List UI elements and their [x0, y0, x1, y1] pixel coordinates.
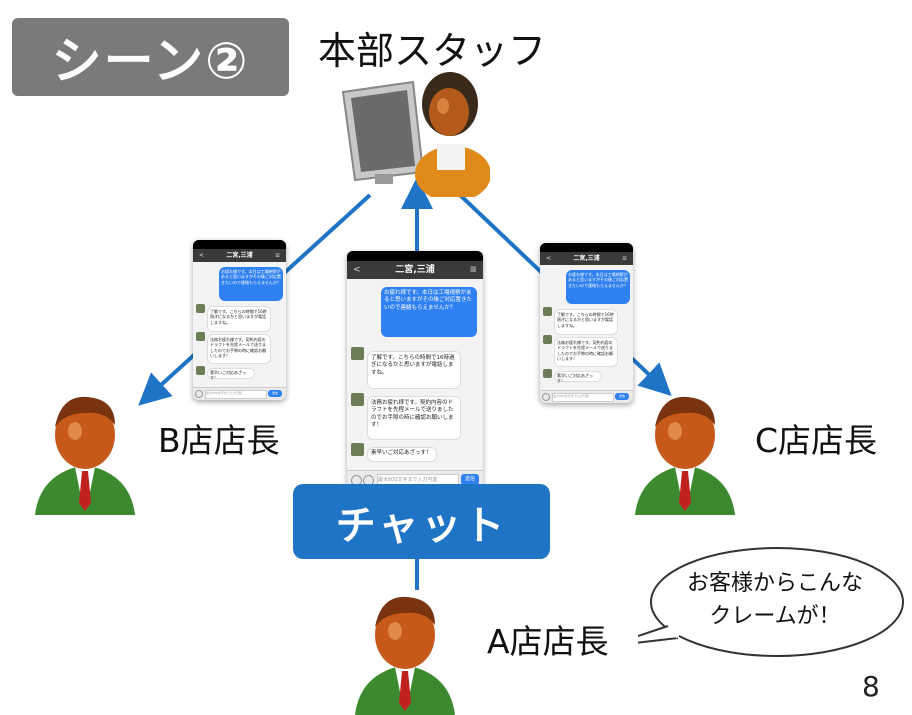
hq-staff-at-computer-icon — [341, 72, 490, 197]
chat-bubble-blue: お疲れ様です。本日は工場視察があると思いますがその後ご対応置きたいので連絡もらえ… — [566, 270, 630, 304]
store-a-label: A店店長 — [487, 622, 609, 661]
chat-bubble-reply: 素早いご対応あざっす！ — [554, 371, 602, 383]
speech-bubble — [638, 547, 904, 657]
chat-bubble-reply: 法務お疲れ様です。契約内容のドラフトを先程メールで送りましたのでお手隙の時に確認… — [554, 337, 618, 367]
chat-bubble-blue: お疲れ様です。本日は工場視察があると思いますがその後ご対応置きたいので連絡もらえ… — [219, 267, 283, 301]
send-button[interactable]: 送信 — [615, 393, 629, 400]
page-number: 8 — [862, 670, 880, 703]
chat-title: 二宮,三浦 — [573, 255, 600, 262]
speech-text: お客様からこんな クレームが！ — [660, 567, 890, 633]
phone-mockup-c: <二宮,三浦≡ お疲れ様です。本日は工場視察があると思いますがその後ご対応置きた… — [540, 243, 633, 403]
chat-bubble-reply: 法務お疲れ様です。契約内容のドラフトを先程メールで送りましたのでお手隙の時に確認… — [367, 396, 461, 440]
chat-bubble-blue: お疲れ様です。本日は工場視察があると思いますがその後ご対応置きたいので連絡もらえ… — [381, 287, 477, 337]
chat-bubble-reply: 法務お疲れ様です。契約内容のドラフトを先程メールで送りましたのでお手隙の時に確認… — [207, 334, 271, 364]
phone-mockup-b: <二宮,三浦≡ お疲れ様です。本日は工場視察があると思いますがその後ご対応置きた… — [193, 240, 286, 400]
message-input[interactable]: 最大600文字まで入力可能 — [552, 393, 614, 402]
chat-title: 二宮,三浦 — [395, 265, 435, 275]
chat-bubble-reply: 了解です。こちらの時間で16時過ぎになるかと思いますが電話しますね。 — [554, 309, 618, 335]
store-c-manager-icon — [635, 396, 735, 515]
message-input[interactable]: 最大600文字まで入力可能 — [205, 390, 267, 399]
speech-line-1: お客様からこんな — [686, 571, 863, 596]
chat-bubble-reply: 素早いご対応あざっす！ — [207, 368, 255, 380]
chat-banner: チャット — [293, 484, 550, 559]
store-a-manager-icon — [355, 596, 455, 715]
phone-mockup-center: <二宮,三浦≡ お疲れ様です。本日は工場視察があると思いますがその後ご対応置きた… — [347, 251, 483, 489]
chat-bubble-reply: 了解です。こちらの時間で16時過ぎになるかと思いますが電話しますね。 — [367, 351, 461, 389]
chat-bubble-reply: 了解です。こちらの時間で16時過ぎになるかと思いますが電話しますね。 — [207, 306, 271, 332]
send-button[interactable]: 送信 — [268, 390, 282, 397]
store-b-label: B店店長 — [158, 421, 280, 460]
store-c-label: C店店長 — [755, 421, 878, 460]
chat-bubble-reply: 素早いご対応あざっす！ — [367, 447, 437, 462]
scene-badge: シーン② — [12, 18, 289, 96]
send-button[interactable]: 送信 — [461, 474, 479, 485]
store-b-manager-icon — [35, 396, 135, 515]
speech-line-2: クレームが！ — [709, 604, 841, 629]
hq-staff-label: 本部スタッフ — [318, 29, 547, 73]
chat-title: 二宮,三浦 — [226, 252, 253, 259]
